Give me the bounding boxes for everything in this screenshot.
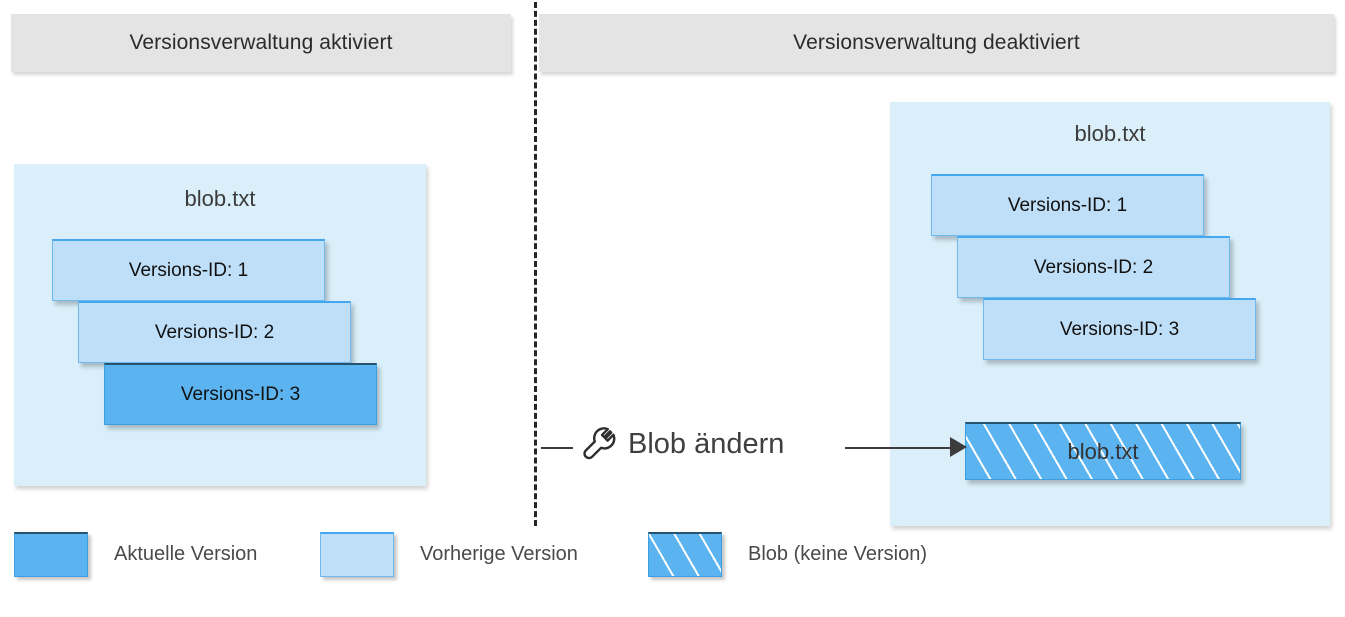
version-card-1: Versions-ID: 1	[931, 174, 1204, 236]
column-header-label: Versionsverwaltung aktiviert	[129, 31, 393, 54]
legend-swatch-blob	[648, 532, 722, 577]
version-card-label: Versions-ID: 3	[180, 383, 301, 405]
legend-item-previous-version: Vorherige Version	[320, 532, 578, 577]
version-card-label: Versions-ID: 3	[1059, 318, 1180, 340]
change-blob-label: Blob ändern	[628, 428, 785, 460]
legend-label: Vorherige Version	[420, 543, 578, 565]
column-divider	[534, 2, 537, 526]
blob-no-version-label: blob.txt	[1067, 438, 1139, 464]
change-blob-arrow-head	[950, 437, 967, 457]
version-card-1: Versions-ID: 1	[52, 239, 325, 301]
version-card-3: Versions-ID: 3	[983, 298, 1256, 360]
version-card-label: Versions-ID: 1	[1007, 194, 1128, 216]
version-card-label: Versions-ID: 2	[154, 321, 275, 343]
blob-no-version-box: blob.txt	[965, 422, 1241, 480]
version-card-label: Versions-ID: 2	[1033, 256, 1154, 278]
legend-swatch-current	[14, 532, 88, 577]
panel-title: blob.txt	[184, 186, 256, 211]
legend-swatch-previous	[320, 532, 394, 577]
panel-title: blob.txt	[1074, 121, 1146, 146]
wrench-icon	[578, 424, 622, 468]
version-card-label: Versions-ID: 1	[128, 259, 249, 281]
column-header-label: Versionsverwaltung deaktiviert	[793, 31, 1080, 54]
legend-label: Blob (keine Version)	[748, 543, 927, 565]
version-card-2: Versions-ID: 2	[78, 301, 351, 363]
version-card-3-current: Versions-ID: 3	[104, 363, 377, 425]
version-card-2: Versions-ID: 2	[957, 236, 1230, 298]
blob-panel-versioning-disabled: blob.txt Versions-ID: 1 Versions-ID: 2 V…	[890, 102, 1330, 526]
legend: Aktuelle Version Vorherige Version Blob …	[0, 532, 1345, 612]
column-header-versioning-disabled: Versionsverwaltung deaktiviert	[539, 14, 1334, 72]
legend-item-blob-no-version: Blob (keine Version)	[648, 532, 927, 577]
column-header-versioning-enabled: Versionsverwaltung aktiviert	[11, 14, 511, 72]
blob-panel-versioning-enabled: blob.txt Versions-ID: 1 Versions-ID: 2 V…	[14, 164, 426, 486]
divider-stub-line	[541, 447, 573, 449]
change-blob-arrow-line	[845, 447, 953, 449]
legend-label: Aktuelle Version	[114, 543, 258, 565]
legend-item-current-version: Aktuelle Version	[14, 532, 257, 577]
